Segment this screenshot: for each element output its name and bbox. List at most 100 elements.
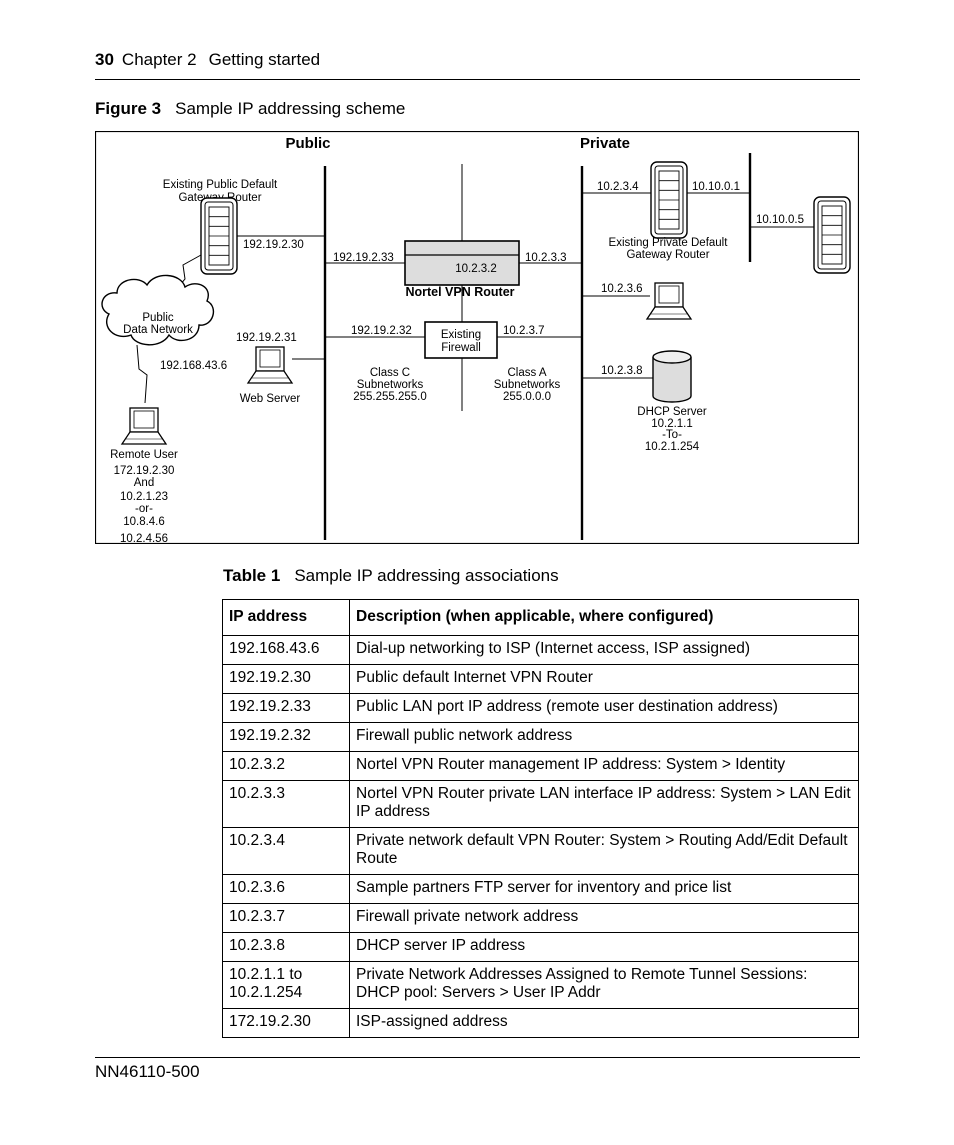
table-label: Table 1 <box>223 566 281 585</box>
dhcp-label-4: 10.2.1.254 <box>645 441 700 453</box>
page-header: 30 Chapter 2 Getting started <box>95 50 320 70</box>
vpn-router-label: Nortel VPN Router <box>405 285 514 299</box>
cloud-icon <box>101 274 215 346</box>
remote-user-label-7: 10.2.4.56 <box>120 533 168 544</box>
remote-user-label-6: 10.8.4.6 <box>123 516 165 528</box>
class-a-label-3: 255.0.0.0 <box>503 391 551 403</box>
description-cell: Private Network Addresses Assigned to Re… <box>349 961 859 1009</box>
public-gateway-label-1: Existing Public Default <box>163 179 278 191</box>
description-cell: Firewall private network address <box>349 903 859 933</box>
ip-cell: 192.19.2.30 <box>222 664 350 694</box>
web-server-laptop-icon <box>247 346 293 384</box>
ip-cell: 10.2.3.7 <box>222 903 350 933</box>
firewall-label-1: Existing <box>441 329 481 341</box>
ip-192-19-2-30: 192.19.2.30 <box>243 239 304 251</box>
private-gateway-router-icon <box>650 161 688 239</box>
ip-cell: 10.2.3.2 <box>222 751 350 781</box>
page-number: 30 <box>95 50 114 69</box>
remote-user-label-1: Remote User <box>110 449 178 461</box>
ip-cell: 10.2.1.1 to 10.2.1.254 <box>222 961 350 1009</box>
class-c-label-3: 255.255.255.0 <box>353 391 427 403</box>
diagram-frame <box>95 131 859 544</box>
firewall-box <box>424 321 498 359</box>
footer-rule <box>95 1057 860 1058</box>
dhcp-label-3: -To- <box>662 429 682 441</box>
ip-10-2-3-6: 10.2.3.6 <box>601 283 643 295</box>
description-cell: Public LAN port IP address (remote user … <box>349 693 859 723</box>
section-label: Getting started <box>208 50 321 69</box>
remote-user-label-2: 172.19.2.30 <box>114 465 175 477</box>
ip-cell: 10.2.3.6 <box>222 874 350 904</box>
private-gateway-label-2: Gateway Router <box>626 249 709 261</box>
ftp-server-laptop-icon <box>646 282 692 320</box>
description-cell: Public default Internet VPN Router <box>349 664 859 694</box>
class-c-label-2: Subnetworks <box>357 379 424 391</box>
ip-10-2-3-7: 10.2.3.7 <box>503 325 545 337</box>
description-cell: Sample partners FTP server for inventory… <box>349 874 859 904</box>
column-header-ip: IP address <box>222 599 350 636</box>
class-a-label-1: Class A <box>508 367 547 379</box>
dhcp-label-2: 10.2.1.1 <box>651 418 693 430</box>
ip-cell: 10.2.3.3 <box>222 780 350 828</box>
chapter-label: Chapter 2 <box>121 50 197 69</box>
private-heading: Private <box>580 135 630 152</box>
remote-user-label-5: -or- <box>135 503 153 515</box>
network-diagram: Public Private Existing Public Default G… <box>95 131 859 544</box>
ip-10-10-0-5: 10.10.0.5 <box>756 214 804 226</box>
web-server-label: Web Server <box>240 393 301 405</box>
firewall-label-2: Firewall <box>441 342 481 354</box>
header-rule <box>95 79 860 80</box>
ip-10-2-3-2: 10.2.3.2 <box>455 263 497 275</box>
public-heading: Public <box>285 135 330 152</box>
remote-user-laptop-icon <box>121 407 167 445</box>
ip-associations-table: IP address Description (when applicable,… <box>222 599 859 1038</box>
ip-192-19-2-31: 192.19.2.31 <box>236 332 297 344</box>
description-cell: Firewall public network address <box>349 722 859 752</box>
table-header-row: IP address Description (when applicable,… <box>222 599 859 636</box>
figure-label: Figure 3 <box>95 99 162 118</box>
ip-cell: 172.19.2.30 <box>222 1008 350 1038</box>
column-header-description: Description (when applicable, where conf… <box>349 599 859 636</box>
ip-192-19-2-32: 192.19.2.32 <box>351 325 412 337</box>
cloud-label-2: Data Network <box>123 324 193 336</box>
dhcp-label-1: DHCP Server <box>637 406 707 418</box>
public-gateway-router-icon <box>200 197 238 275</box>
description-cell: Nortel VPN Router private LAN interface … <box>349 780 859 828</box>
description-cell: DHCP server IP address <box>349 932 859 962</box>
remote-user-label-4: 10.2.1.23 <box>120 491 168 503</box>
ip-10-2-3-3: 10.2.3.3 <box>525 252 567 264</box>
ip-10-2-3-4: 10.2.3.4 <box>597 181 639 193</box>
ip-10-2-3-8: 10.2.3.8 <box>601 365 643 377</box>
class-a-label-2: Subnetworks <box>494 379 561 391</box>
ip-192-168-43-6: 192.168.43.6 <box>160 360 227 372</box>
ip-10-10-0-1: 10.10.0.1 <box>692 181 740 193</box>
document-id: NN46110-500 <box>95 1062 200 1081</box>
description-cell: Nortel VPN Router management IP address:… <box>349 751 859 781</box>
figure-caption: Figure 3 Sample IP addressing scheme <box>95 99 405 119</box>
private-gateway-label-1: Existing Private Default <box>609 237 729 249</box>
ip-cell: 192.19.2.33 <box>222 693 350 723</box>
ip-192-19-2-33: 192.19.2.33 <box>333 252 394 264</box>
description-cell: Dial-up networking to ISP (Internet acce… <box>349 635 859 665</box>
class-c-label-1: Class C <box>370 367 410 379</box>
figure-title: Sample IP addressing scheme <box>175 99 406 118</box>
table-caption: Table 1 Sample IP addressing associations <box>223 566 559 586</box>
cloud-label-1: Public <box>142 312 174 324</box>
table-title: Sample IP addressing associations <box>294 566 559 585</box>
ip-cell: 10.2.3.8 <box>222 932 350 962</box>
ip-cell: 192.168.43.6 <box>222 635 350 665</box>
ip-cell: 10.2.3.4 <box>222 827 350 875</box>
dialup-lightning-link <box>136 344 148 404</box>
